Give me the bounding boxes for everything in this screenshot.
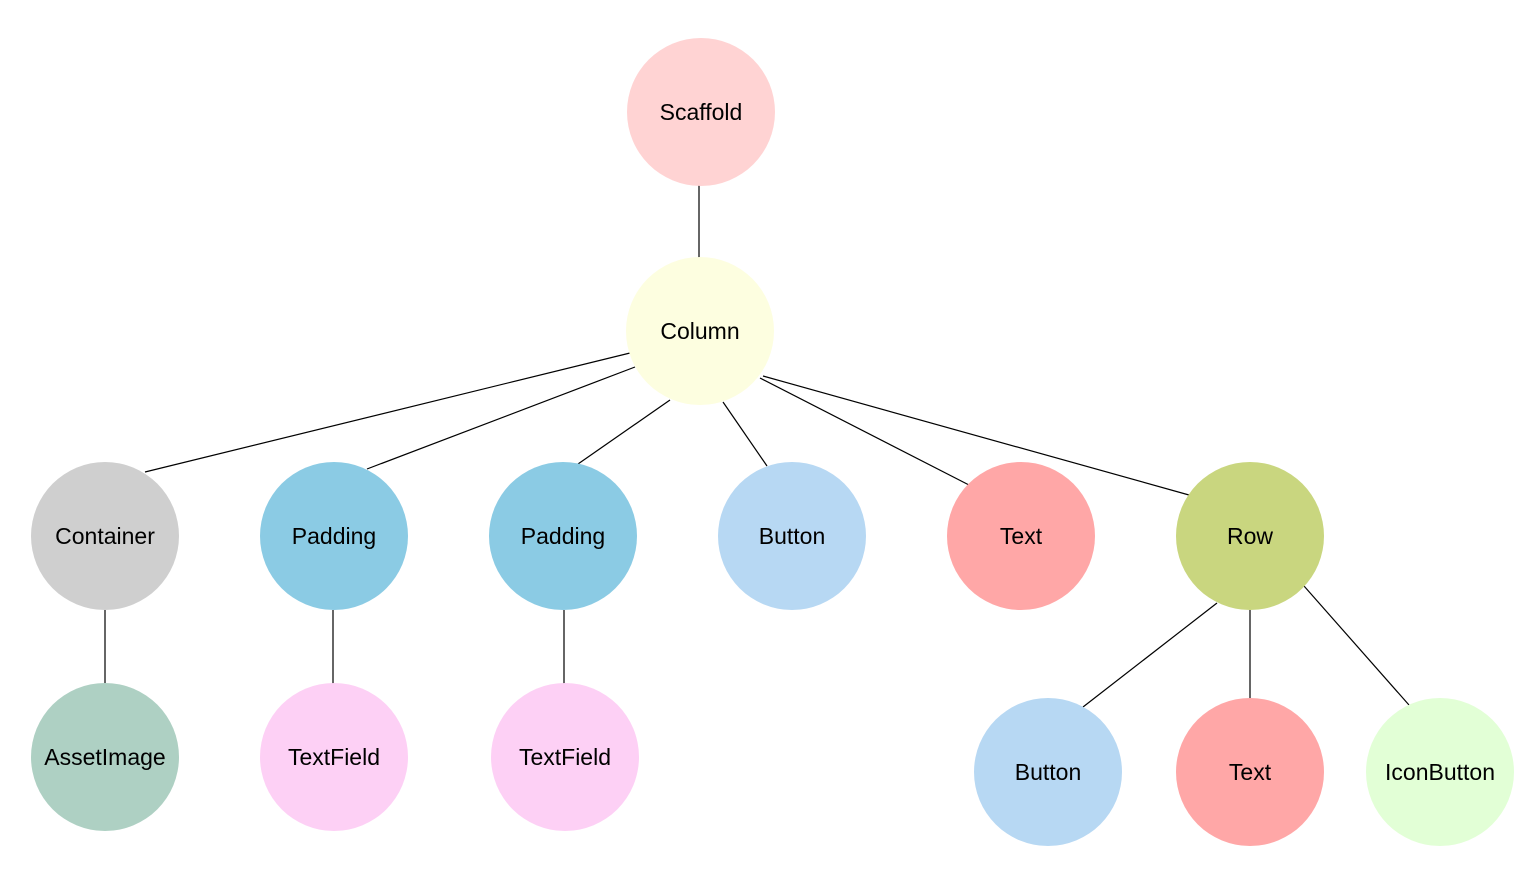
edge-row-button2 xyxy=(1082,602,1218,708)
edge-column-padding1 xyxy=(366,366,636,470)
node-label: Row xyxy=(1226,522,1273,549)
node-scaffold: Scaffold xyxy=(627,38,775,186)
node-container: Container xyxy=(31,462,179,610)
node-label: Padding xyxy=(520,522,606,549)
edge-column-padding2 xyxy=(577,399,671,465)
node-label: Padding xyxy=(291,522,377,549)
node-label: AssetImage xyxy=(44,743,166,770)
edge-row-iconbutton xyxy=(1303,585,1410,706)
edge-column-container xyxy=(144,352,631,473)
edge-column-row xyxy=(762,375,1190,496)
node-padding2: Padding xyxy=(489,462,637,610)
node-button1: Button xyxy=(718,462,866,610)
node-label: Scaffold xyxy=(659,98,743,125)
node-assetimage: AssetImage xyxy=(31,683,179,831)
node-label: Column xyxy=(660,317,740,344)
node-text2: Text xyxy=(1176,698,1324,846)
node-text1: Text xyxy=(947,462,1095,610)
node-padding1: Padding xyxy=(260,462,408,610)
node-label: Text xyxy=(999,522,1043,549)
node-label: TextField xyxy=(287,743,381,770)
edge-column-text1 xyxy=(759,377,970,486)
node-textfield2: TextField xyxy=(491,683,639,831)
node-button2: Button xyxy=(974,698,1122,846)
node-label: Container xyxy=(55,522,155,549)
edge-column-button1 xyxy=(722,401,768,467)
node-textfield1: TextField xyxy=(260,683,408,831)
node-iconbutton: IconButton xyxy=(1366,698,1514,846)
node-row: Row xyxy=(1176,462,1324,610)
node-label: TextField xyxy=(518,743,612,770)
node-label: Button xyxy=(1014,758,1082,785)
node-column: Column xyxy=(626,257,774,405)
node-label: IconButton xyxy=(1385,758,1495,785)
node-label: Button xyxy=(758,522,826,549)
node-label: Text xyxy=(1228,758,1272,785)
